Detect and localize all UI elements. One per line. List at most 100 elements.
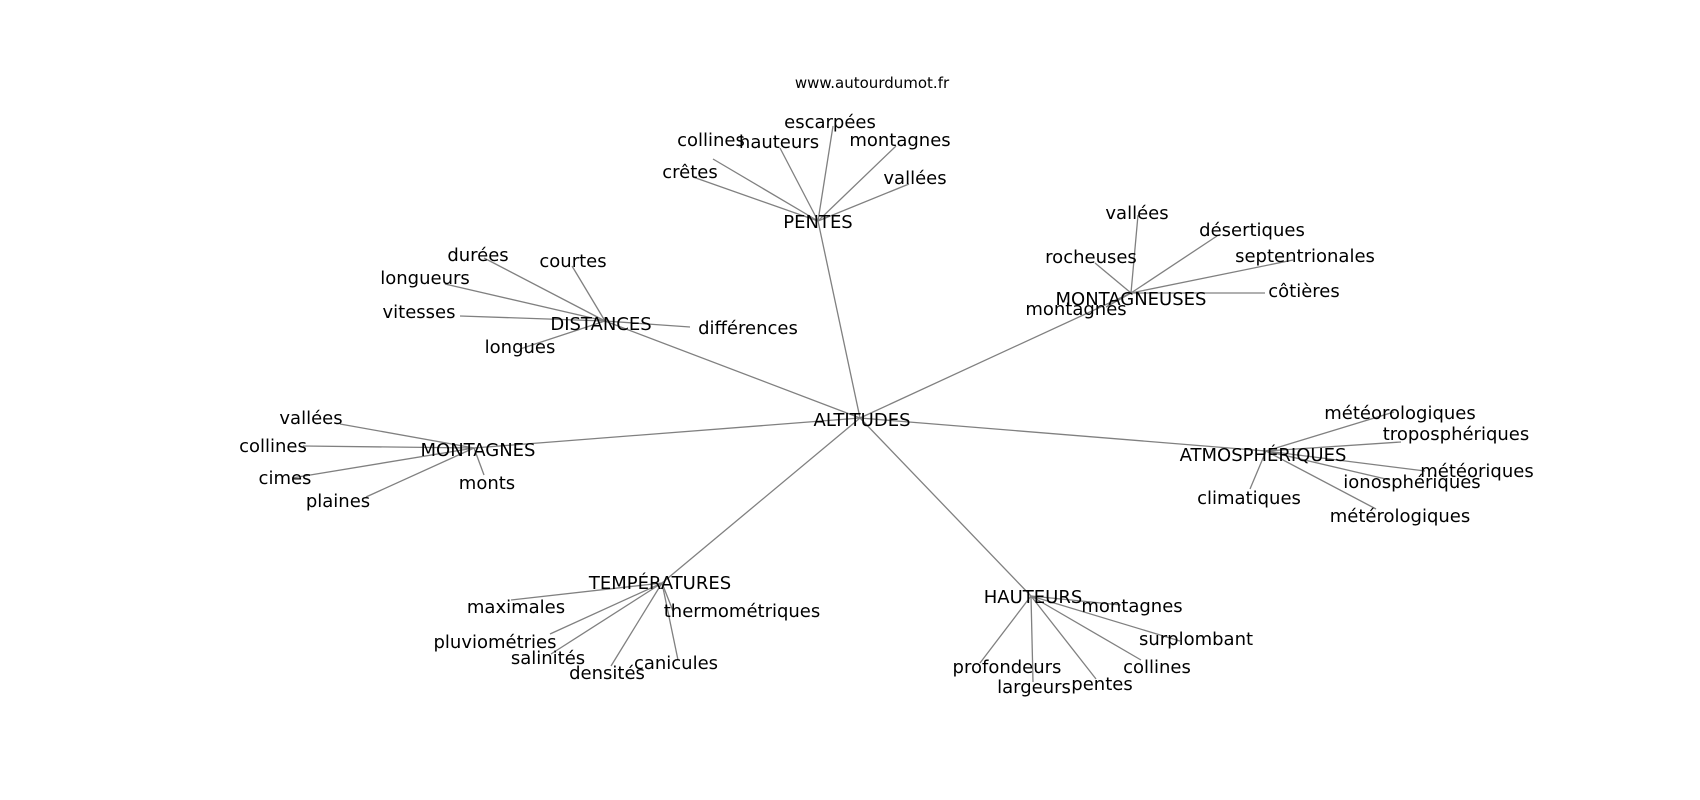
leaf-node-label-6-4: largeurs — [997, 677, 1071, 698]
edge-5-0 — [510, 582, 663, 601]
edge-root-4 — [859, 417, 1267, 452]
leaf-node-label-5-4: densités — [569, 663, 645, 684]
leaf-node-label-1-1: courtes — [539, 251, 606, 272]
source-label: www.autourdumot.fr — [795, 74, 950, 92]
edge-root-1 — [604, 320, 861, 419]
branch-node-label-5: TEMPÉRATURES — [588, 572, 731, 594]
edge-5-1 — [661, 582, 674, 612]
leaf-node-label-1-2: longueurs — [380, 268, 470, 289]
edge-2-0 — [1130, 214, 1139, 294]
edge-1-0 — [483, 257, 606, 322]
edge-4-2 — [1265, 450, 1426, 472]
edge-2-2 — [1094, 262, 1132, 294]
edge-4-0 — [1265, 411, 1395, 452]
leaf-node-label-4-2: météoriques — [1420, 461, 1533, 482]
leaf-node-label-2-3: septentrionales — [1235, 246, 1375, 267]
edge-1-2 — [444, 283, 606, 322]
leaf-node-label-1-3: vitesses — [383, 302, 456, 323]
edge-root-3 — [473, 417, 861, 449]
edge-3-3 — [365, 447, 475, 498]
edge-1-1 — [571, 265, 606, 322]
edge-0-0 — [712, 158, 819, 222]
branch-node-label-2: MONTAGNEUSES — [1056, 289, 1207, 310]
edge-0-4 — [692, 176, 819, 222]
edge-6-1 — [1030, 595, 1181, 642]
leaf-node-label-2-4: côtières — [1268, 281, 1340, 302]
leaf-node-label-2-5: montagnes — [1025, 299, 1126, 320]
edge-5-5 — [661, 582, 679, 661]
leaf-node-label-3-1: collines — [239, 436, 307, 457]
leaf-node-label-5-5: canicules — [634, 653, 718, 674]
leaf-node-label-1-0: durées — [447, 245, 508, 266]
edge-4-5 — [1265, 450, 1377, 510]
leaf-node-label-0-5: vallées — [883, 168, 946, 189]
edge-0-5 — [817, 183, 910, 222]
root-node-label: ALTITUDES — [814, 410, 911, 431]
leaf-node-label-4-4: climatiques — [1197, 488, 1301, 509]
edge-5-2 — [549, 582, 663, 635]
leaf-node-label-5-3: salinités — [511, 648, 585, 669]
edge-1-5 — [519, 320, 606, 350]
branch-node-label-0: PENTES — [783, 212, 853, 233]
edge-root-6 — [859, 417, 1032, 597]
leaf-node-label-6-1: surplombant — [1139, 629, 1253, 650]
edge-root-2 — [859, 292, 1132, 419]
edge-root-0 — [817, 220, 861, 419]
leaf-node-label-0-0: collines — [677, 130, 745, 151]
edge-3-2 — [291, 447, 475, 479]
nodes-layer: ALTITUDESPENTEScollineshauteursescarpées… — [239, 112, 1534, 698]
edge-6-3 — [1030, 595, 1142, 661]
edge-5-4 — [610, 582, 663, 667]
leaf-node-label-6-2: profondeurs — [953, 657, 1062, 678]
leaf-node-label-0-4: crêtes — [662, 162, 718, 183]
edge-5-3 — [550, 582, 663, 655]
leaf-node-label-4-3: ionosphériques — [1343, 472, 1480, 493]
branch-node-label-3: MONTAGNES — [421, 440, 536, 461]
leaf-node-label-6-3: collines — [1123, 657, 1191, 678]
leaf-node-label-6-0: montagnes — [1081, 596, 1182, 617]
edge-2-5 — [1105, 292, 1132, 308]
leaf-node-label-3-4: monts — [459, 473, 515, 494]
edge-6-5 — [1030, 595, 1097, 680]
edge-3-1 — [302, 445, 475, 449]
leaf-node-label-3-2: cimes — [259, 468, 312, 489]
edge-4-3 — [1265, 450, 1391, 481]
leaf-node-label-5-2: pluviométries — [433, 632, 556, 653]
edge-2-3 — [1130, 259, 1294, 294]
leaf-node-label-0-2: escarpées — [784, 112, 876, 133]
leaf-node-label-4-5: métérologiques — [1330, 506, 1470, 527]
leaf-node-label-4-1: troposphériques — [1383, 424, 1530, 445]
edge-6-0 — [1030, 595, 1122, 606]
leaf-node-label-5-1: thermométriques — [664, 601, 821, 622]
leaf-node-label-2-0: vallées — [1105, 203, 1168, 224]
branch-node-label-1: DISTANCES — [550, 314, 651, 335]
leaf-node-label-2-1: désertiques — [1199, 220, 1305, 241]
edge-0-3 — [817, 145, 897, 222]
edge-4-1 — [1265, 441, 1402, 452]
branch-node-label-4: ATMOSPHÉRIQUES — [1180, 444, 1347, 466]
edge-root-5 — [661, 417, 861, 584]
leaf-node-label-3-0: vallées — [279, 408, 342, 429]
edge-1-4 — [604, 320, 691, 328]
edge-0-2 — [817, 125, 834, 222]
leaf-node-label-1-5: longues — [485, 337, 556, 358]
leaf-node-label-0-1: hauteurs — [739, 132, 819, 153]
edge-6-4 — [1030, 595, 1034, 683]
edge-2-1 — [1130, 235, 1218, 294]
edge-3-4 — [473, 447, 485, 476]
leaf-node-label-1-4: différences — [698, 318, 798, 339]
edge-3-0 — [339, 423, 475, 449]
leaf-node-label-2-2: rocheuses — [1045, 247, 1137, 268]
edge-4-4 — [1249, 450, 1267, 490]
branch-node-label-6: HAUTEURS — [984, 587, 1083, 608]
edges-layer — [291, 125, 1426, 683]
leaf-node-label-4-0: météorologiques — [1324, 403, 1476, 424]
leaf-node-label-3-3: plaines — [306, 491, 370, 512]
leaf-node-label-6-5: pentes — [1071, 674, 1132, 695]
leaf-node-label-5-0: maximales — [467, 597, 565, 618]
edge-6-2 — [979, 595, 1032, 664]
edge-0-1 — [779, 147, 819, 222]
edge-1-3 — [459, 315, 606, 322]
leaf-node-label-0-3: montagnes — [849, 130, 950, 151]
